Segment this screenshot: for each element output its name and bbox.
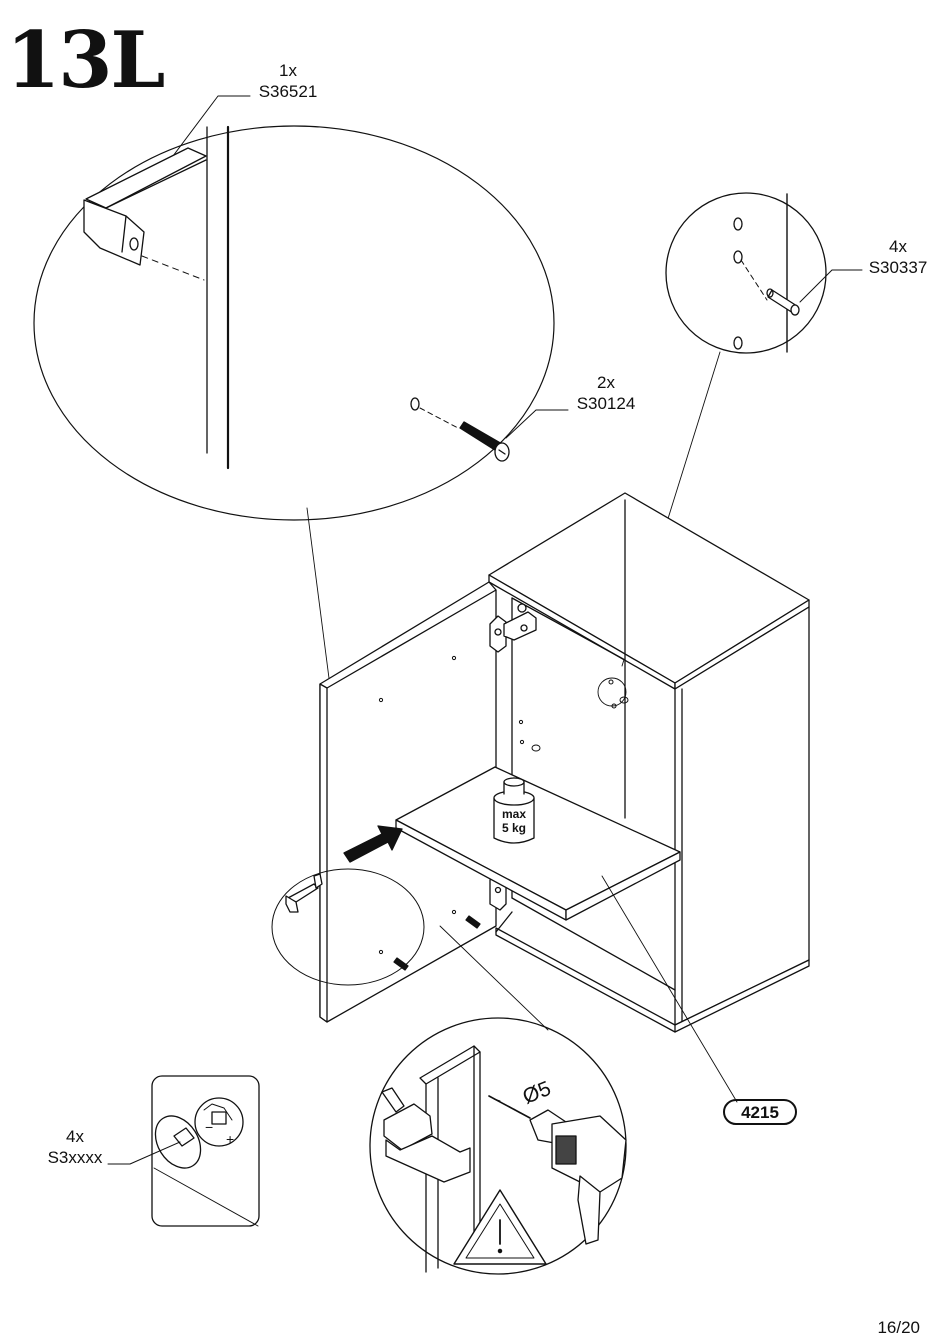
cam-qty: 4x (66, 1127, 84, 1146)
door (319, 581, 497, 1023)
svg-text:+: + (226, 1131, 234, 1147)
screw-icon (410, 397, 569, 462)
drill-diameter-label: Ø5 (520, 1077, 555, 1109)
handle-detail-oval (33, 95, 555, 521)
shelf-pin-icon (766, 288, 800, 316)
door-screw-icon (393, 915, 481, 971)
upper-hinge (489, 603, 537, 653)
drill-detail-circle (369, 1017, 627, 1275)
cam-lock-detail-box: − + (107, 1075, 260, 1227)
weight-line1: max (502, 807, 526, 821)
cabinet (488, 492, 810, 1033)
pin-qty: 4x (889, 237, 907, 256)
screw-qty: 2x (597, 373, 615, 392)
insert-arrow-icon (343, 825, 403, 863)
pin-code: S30337 (868, 258, 928, 278)
handle-qty: 1x (279, 61, 297, 80)
screw-code: S30124 (576, 394, 636, 414)
weight-icon (493, 777, 535, 844)
handle-code: S36521 (258, 82, 318, 102)
svg-text:−: − (205, 1119, 213, 1135)
handle-callout: 1x S36521 (248, 60, 328, 103)
weight-line2: 5 kg (502, 821, 526, 835)
handle-icon (83, 147, 207, 266)
step-number: 13L (6, 15, 165, 106)
cam-code: S3xxxx (47, 1148, 103, 1168)
door-handle-detail-oval (271, 868, 425, 986)
shelf-code-label: 4215 (741, 1103, 779, 1122)
shelf-4215 (395, 766, 681, 921)
page-number: 16/20 (877, 1318, 920, 1337)
shelf-pin-detail-circle (665, 192, 863, 354)
cam-callout: 4x S3xxxx (38, 1126, 112, 1169)
pin-callout: 4x S30337 (856, 236, 940, 279)
screw-callout: 2x S30124 (566, 372, 646, 415)
shelf-code-badge (723, 1099, 797, 1125)
